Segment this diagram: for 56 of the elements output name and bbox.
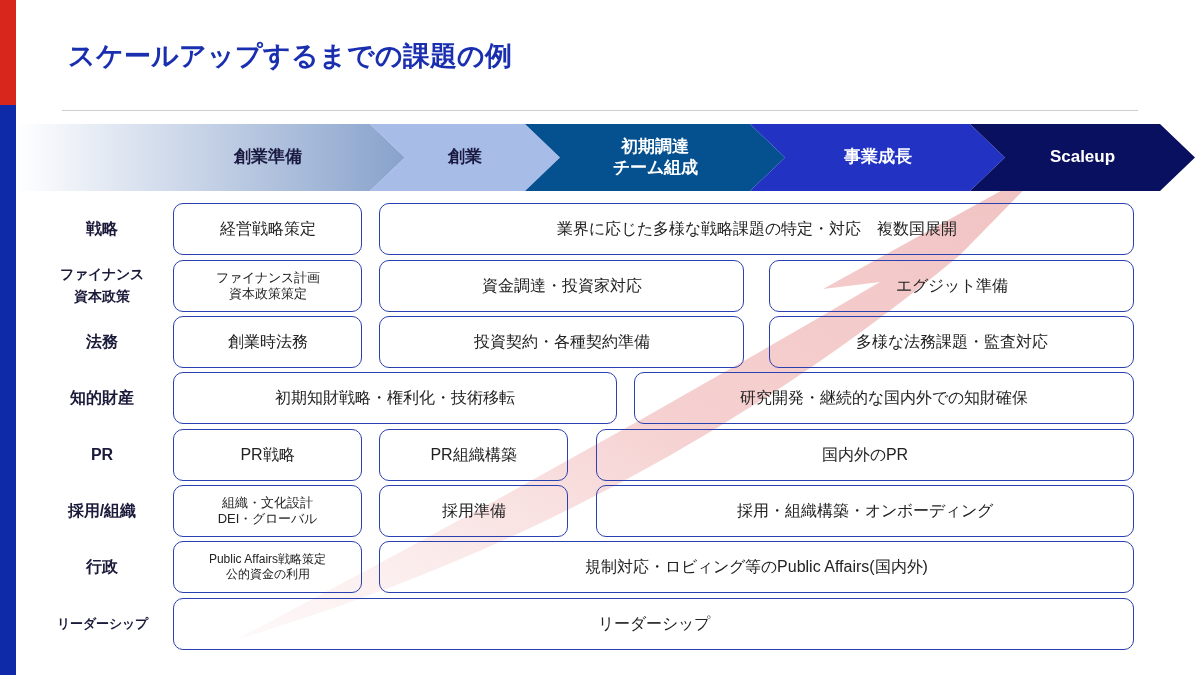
- task-box: [173, 598, 1134, 650]
- task-text: 資本政策策定: [228, 286, 307, 303]
- task-box: [379, 541, 1134, 593]
- stage-label: Scaleup: [1049, 147, 1116, 168]
- task-box: [379, 316, 744, 368]
- task-box: [173, 485, 362, 537]
- row-heading: リーダーシップ: [56, 614, 148, 633]
- task-box: [634, 372, 1134, 424]
- stage-label: 事業成長: [843, 147, 912, 168]
- task-box: [379, 260, 744, 312]
- task-text: 組織・文化設計: [222, 494, 313, 511]
- task-text: 資金調達・投資家対応: [481, 276, 642, 296]
- task-text: 業界に応じた多様な戦略課題の特定・対応 複数国展開: [556, 219, 957, 239]
- task-box: [596, 429, 1134, 481]
- task-box: [596, 485, 1134, 537]
- stage-label: チーム組成: [612, 157, 698, 178]
- row-heading: 採用/組織: [67, 500, 137, 521]
- task-text: Public Affairs戦略策定: [208, 552, 327, 567]
- slide-title: スケールアップするまでの課題の例: [68, 40, 512, 73]
- task-text: PR戦略: [240, 445, 295, 465]
- task-box: [173, 203, 362, 255]
- task-box: [173, 372, 617, 424]
- task-text: 創業時法務: [227, 332, 308, 352]
- task-text: 国内外のPR: [821, 445, 909, 465]
- task-text: 採用準備: [441, 501, 506, 521]
- row-heading: 法務: [86, 331, 118, 352]
- row-heading: 行政: [86, 556, 118, 577]
- task-text: DEI・グローバル: [217, 511, 318, 528]
- stage-label: 初期調達: [621, 137, 689, 158]
- row-heading: 戦略: [86, 218, 118, 239]
- task-box: [379, 429, 568, 481]
- row-heading: 知的財産: [70, 387, 134, 408]
- row-heading: PR: [90, 444, 114, 465]
- task-box: [379, 203, 1134, 255]
- task-box: [769, 316, 1134, 368]
- task-text: エグジット準備: [895, 276, 1008, 296]
- task-box: [379, 485, 568, 537]
- stage-label: 創業: [448, 147, 482, 168]
- task-text: 研究開発・継続的な国内外での知財確保: [740, 388, 1028, 408]
- task-text: 公的資金の利用: [225, 567, 310, 582]
- task-text: 投資契約・各種契約準備: [473, 332, 650, 352]
- task-text: PR組織構築: [430, 445, 517, 465]
- task-text: 初期知財戦略・権利化・技術移転: [275, 388, 515, 408]
- task-text: 規制対応・ロビィング等のPublic Affairs(国内外): [585, 557, 928, 577]
- task-box: [173, 541, 362, 593]
- task-box: [769, 260, 1134, 312]
- task-text: 採用・組織構築・オンボーディング: [737, 501, 993, 521]
- task-box: [173, 429, 362, 481]
- stage-label: 創業準備: [234, 147, 302, 168]
- task-text: ファイナンス計画: [215, 269, 320, 286]
- task-box: [173, 316, 362, 368]
- task-text: 多様な法務課題・監査対応: [855, 332, 1048, 352]
- task-text: 経営戦略策定: [219, 219, 316, 239]
- task-text: リーダーシップ: [597, 614, 710, 634]
- task-box: [173, 260, 362, 312]
- row-heading: ファイナンス資本政策: [59, 265, 145, 306]
